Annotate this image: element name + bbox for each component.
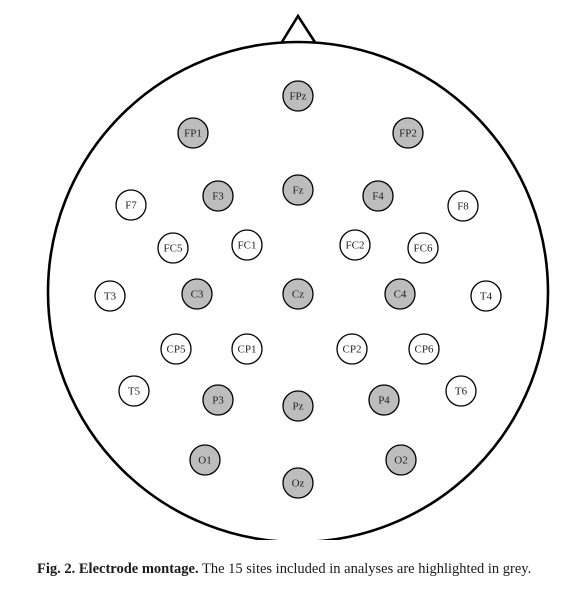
electrode-c4: C4 (384, 278, 416, 310)
electrode-cp1: CP1 (231, 333, 263, 365)
electrode-o1: O1 (189, 444, 221, 476)
electrode-fc6-label: FC6 (414, 243, 433, 255)
electrode-fc1: FC1 (231, 229, 263, 261)
electrode-fc2-label: FC2 (346, 240, 365, 252)
electrode-cp2-label: CP2 (343, 344, 362, 356)
electrode-c4-label: C4 (394, 289, 407, 301)
electrode-cp6-label: CP6 (415, 344, 434, 356)
electrode-t3-label: T3 (104, 291, 117, 303)
caption-text: The 15 sites included in analyses are hi… (198, 561, 532, 577)
electrode-fc5-label: FC5 (164, 243, 183, 255)
electrode-p3: P3 (202, 384, 234, 416)
electrode-fpz-label: FPz (289, 91, 306, 103)
electrode-f7: F7 (115, 189, 147, 221)
electrode-f3-label: F3 (212, 191, 224, 203)
electrode-c3: C3 (181, 278, 213, 310)
electrode-fz: Fz (282, 174, 314, 206)
electrode-fz-label: Fz (293, 185, 304, 197)
electrode-cp5-marker (160, 333, 192, 365)
electrode-fp1-marker (177, 117, 209, 149)
electrode-cp6-marker (408, 333, 440, 365)
electrode-t4-label: T4 (480, 291, 493, 303)
figure-caption: Fig. 2. Electrode montage. The 15 sites … (37, 559, 567, 579)
electrode-p4-label: P4 (378, 395, 390, 407)
electrode-t4-marker (470, 280, 502, 312)
electrode-fc5: FC5 (157, 232, 189, 264)
electrode-fpz-marker (282, 80, 314, 112)
electrode-fp1: FP1 (177, 117, 209, 149)
electrode-t3: T3 (94, 280, 126, 312)
electrode-cz: Cz (282, 278, 314, 310)
electrode-o2: O2 (385, 444, 417, 476)
electrode-f8-marker (447, 190, 479, 222)
electrode-fc2: FC2 (339, 229, 371, 261)
caption-label: Fig. 2. Electrode montage. (37, 561, 199, 577)
electrode-c3-marker (181, 278, 213, 310)
electrode-o2-label: O2 (394, 455, 407, 467)
electrode-f3: F3 (202, 180, 234, 212)
electrode-c4-marker (384, 278, 416, 310)
electrode-f7-label: F7 (125, 200, 137, 212)
electrode-p4: P4 (368, 384, 400, 416)
electrode-fp2-label: FP2 (399, 128, 417, 140)
electrode-fp2: FP2 (392, 117, 424, 149)
electrode-fc6: FC6 (407, 232, 439, 264)
electrode-fz-marker (282, 174, 314, 206)
electrode-t3-marker (94, 280, 126, 312)
electrode-f7-marker (115, 189, 147, 221)
electrode-t5-label: T5 (128, 386, 141, 398)
electrode-pz-marker (282, 390, 314, 422)
electrode-t5: T5 (118, 375, 150, 407)
electrode-f3-marker (202, 180, 234, 212)
electrode-o1-label: O1 (198, 455, 211, 467)
electrode-fc6-marker (407, 232, 439, 264)
electrode-o2-marker (385, 444, 417, 476)
electrode-t6-label: T6 (455, 386, 468, 398)
electrode-fc1-label: FC1 (238, 240, 257, 252)
electrode-pz-label: Pz (293, 401, 304, 413)
electrode-cp5-label: CP5 (167, 344, 186, 356)
electrode-o1-marker (189, 444, 221, 476)
electrode-t6-marker (445, 375, 477, 407)
electrode-cz-marker (282, 278, 314, 310)
electrode-cp2: CP2 (336, 333, 368, 365)
electrode-t4: T4 (470, 280, 502, 312)
electrode-t5-marker (118, 375, 150, 407)
electrode-fc5-marker (157, 232, 189, 264)
electrode-t6: T6 (445, 375, 477, 407)
electrode-cp1-marker (231, 333, 263, 365)
electrode-p3-label: P3 (212, 395, 224, 407)
electrode-f4-marker (362, 180, 394, 212)
electrode-oz-marker (282, 467, 314, 499)
electrode-f8: F8 (447, 190, 479, 222)
electrode-f4-label: F4 (372, 191, 384, 203)
electrode-oz-label: Oz (292, 478, 305, 490)
electrode-c3-label: C3 (191, 289, 204, 301)
electrode-fp1-label: FP1 (184, 128, 202, 140)
electrode-cz-label: Cz (292, 289, 304, 301)
electrode-cp6: CP6 (408, 333, 440, 365)
electrode-p3-marker (202, 384, 234, 416)
electrode-f8-label: F8 (457, 201, 469, 213)
electrode-fpz: FPz (282, 80, 314, 112)
electrode-oz: Oz (282, 467, 314, 499)
electrode-fc2-marker (339, 229, 371, 261)
electrode-fp2-marker (392, 117, 424, 149)
electrode-pz: Pz (282, 390, 314, 422)
electrode-cp1-label: CP1 (238, 344, 257, 356)
electrode-cp2-marker (336, 333, 368, 365)
electrode-f4: F4 (362, 180, 394, 212)
electrode-cp5: CP5 (160, 333, 192, 365)
electrode-p4-marker (368, 384, 400, 416)
electrode-fc1-marker (231, 229, 263, 261)
